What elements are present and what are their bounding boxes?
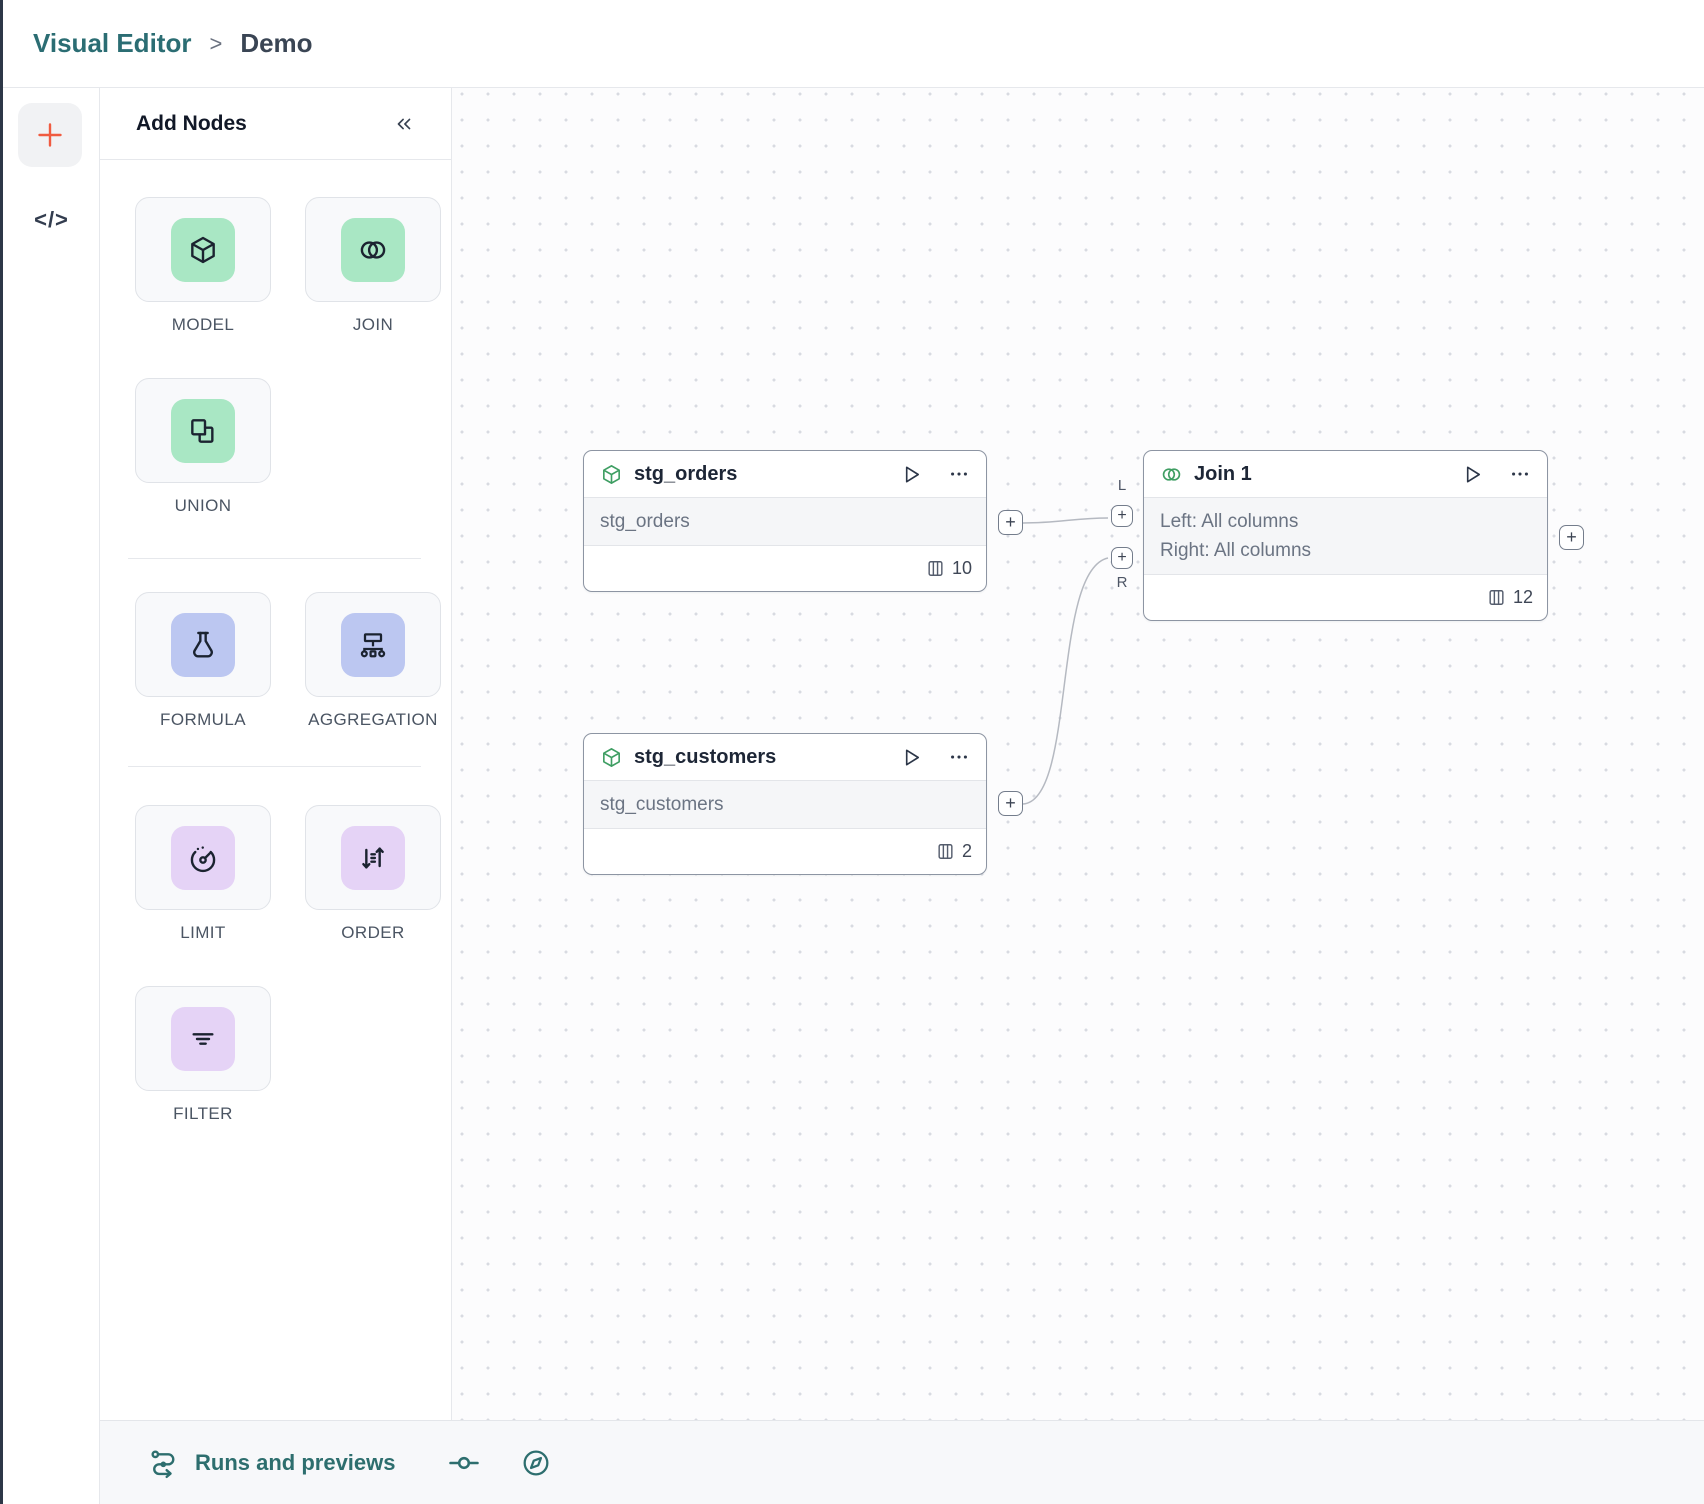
- node-footer: 10: [584, 546, 986, 591]
- palette-item-model[interactable]: MODEL: [135, 197, 271, 335]
- palette-label: FILTER: [173, 1104, 233, 1123]
- left-rail: </>: [3, 88, 100, 1504]
- palette-label: UNION: [174, 496, 232, 515]
- sitemap-icon: [341, 612, 405, 677]
- palette-label: LIMIT: [180, 923, 226, 942]
- palette-card: [135, 986, 271, 1091]
- node-header: stg_customers: [584, 734, 986, 780]
- node-join-1[interactable]: Join 1 Left: All columns Right: All colu…: [1143, 450, 1548, 621]
- node-menu-icon[interactable]: [948, 746, 970, 768]
- run-node-icon[interactable]: [1461, 463, 1484, 486]
- palette-card: [305, 805, 441, 910]
- join-circles-icon: [1160, 463, 1183, 486]
- add-nodes-panel-header: Add Nodes: [100, 88, 451, 160]
- join-right-port-label: R: [1116, 574, 1128, 591]
- union-squares-icon: [171, 398, 235, 463]
- filter-lines-icon: [171, 1006, 235, 1071]
- commit-icon[interactable]: [446, 1445, 482, 1481]
- palette-item-formula[interactable]: FORMULA: [135, 592, 271, 730]
- node-title: Join 1: [1194, 462, 1252, 485]
- palette-card: [135, 805, 271, 910]
- runs-and-previews-button[interactable]: Runs and previews: [195, 1449, 396, 1475]
- palette-divider: [128, 766, 421, 767]
- run-node-icon[interactable]: [900, 746, 923, 769]
- join-right-config: Right: All columns: [1160, 540, 1312, 561]
- columns-icon: [1489, 590, 1504, 605]
- node-footer: 2: [584, 829, 986, 874]
- model-cube-icon: [600, 463, 623, 486]
- runs-route-icon[interactable]: [148, 1447, 180, 1479]
- palette-item-union[interactable]: UNION: [135, 378, 271, 516]
- node-body: stg_customers: [584, 780, 986, 829]
- model-cube-icon: [600, 746, 623, 769]
- palette-card: [135, 378, 271, 483]
- node-body: stg_orders: [584, 497, 986, 546]
- node-menu-icon[interactable]: [948, 463, 970, 485]
- add-nodes-panel: Add Nodes MODEL JOIN: [100, 88, 452, 1420]
- node-body: Left: All columns Right: All columns: [1144, 497, 1547, 575]
- node-footer: 12: [1144, 575, 1547, 620]
- palette-card: [305, 197, 441, 302]
- palette-item-limit[interactable]: LIMIT: [135, 805, 271, 943]
- column-count: 10: [951, 558, 972, 578]
- bottom-bar: Runs and previews: [100, 1420, 1704, 1504]
- node-stg-customers[interactable]: stg_customers stg_customers 2: [583, 733, 987, 875]
- palette-label: FORMULA: [160, 710, 246, 729]
- node-header: Join 1: [1144, 451, 1547, 497]
- palette-label: AGGREGATION: [308, 710, 438, 729]
- columns-icon: [938, 844, 953, 859]
- breadcrumb: Visual Editor > Demo: [3, 0, 1704, 88]
- collapse-panel-icon[interactable]: [393, 113, 415, 135]
- edge-stg-orders-to-join-left: [1022, 517, 1109, 524]
- palette-card: [135, 592, 271, 697]
- gauge-icon: [171, 825, 235, 890]
- join-left-input-handle[interactable]: +: [1111, 505, 1133, 527]
- node-body-line: stg_customers: [600, 794, 724, 815]
- code-view-button[interactable]: </>: [34, 207, 69, 232]
- breadcrumb-separator: >: [209, 30, 223, 56]
- run-node-icon[interactable]: [900, 463, 923, 486]
- compass-icon[interactable]: [520, 1447, 552, 1479]
- cube-icon: [171, 217, 235, 282]
- window-left-edge: [0, 0, 3, 1504]
- node-title: stg_orders: [634, 462, 738, 485]
- flow-canvas[interactable]: stg_orders stg_orders 10: [452, 88, 1704, 1420]
- column-count: 12: [1512, 587, 1533, 607]
- add-nodes-title: Add Nodes: [136, 111, 247, 135]
- palette-item-join[interactable]: JOIN: [305, 197, 441, 335]
- plus-icon: [38, 123, 62, 147]
- palette-divider: [128, 558, 421, 559]
- stg-customers-output-handle[interactable]: +: [998, 791, 1023, 816]
- node-menu-icon[interactable]: [1509, 463, 1531, 485]
- palette-card: [305, 592, 441, 697]
- join-right-input-handle[interactable]: +: [1111, 547, 1133, 569]
- join-circles-icon: [341, 217, 405, 282]
- stg-orders-output-handle[interactable]: +: [998, 510, 1023, 535]
- node-header: stg_orders: [584, 451, 986, 497]
- columns-icon: [928, 561, 943, 576]
- add-node-button[interactable]: [18, 103, 82, 167]
- node-body-line: stg_orders: [600, 511, 690, 532]
- node-title: stg_customers: [634, 745, 777, 768]
- palette-item-filter[interactable]: FILTER: [135, 986, 271, 1124]
- page-title: Demo: [240, 28, 313, 58]
- flask-icon: [171, 612, 235, 677]
- join-left-config: Left: All columns: [1160, 511, 1299, 532]
- palette-item-aggregation[interactable]: AGGREGATION: [305, 592, 441, 730]
- palette-label: MODEL: [171, 315, 235, 334]
- palette-item-order[interactable]: ORDER: [305, 805, 441, 943]
- column-count: 2: [961, 841, 972, 861]
- palette-card: [135, 197, 271, 302]
- join-left-port-label: L: [1117, 477, 1127, 494]
- palette-label: ORDER: [341, 923, 405, 942]
- breadcrumb-app-link[interactable]: Visual Editor: [33, 28, 192, 58]
- node-stg-orders[interactable]: stg_orders stg_orders 10: [583, 450, 987, 592]
- edge-stg-customers-to-join-right: [1022, 557, 1109, 805]
- join-output-handle[interactable]: +: [1559, 525, 1584, 550]
- palette-label: JOIN: [352, 315, 394, 334]
- sort-icon: [341, 825, 405, 890]
